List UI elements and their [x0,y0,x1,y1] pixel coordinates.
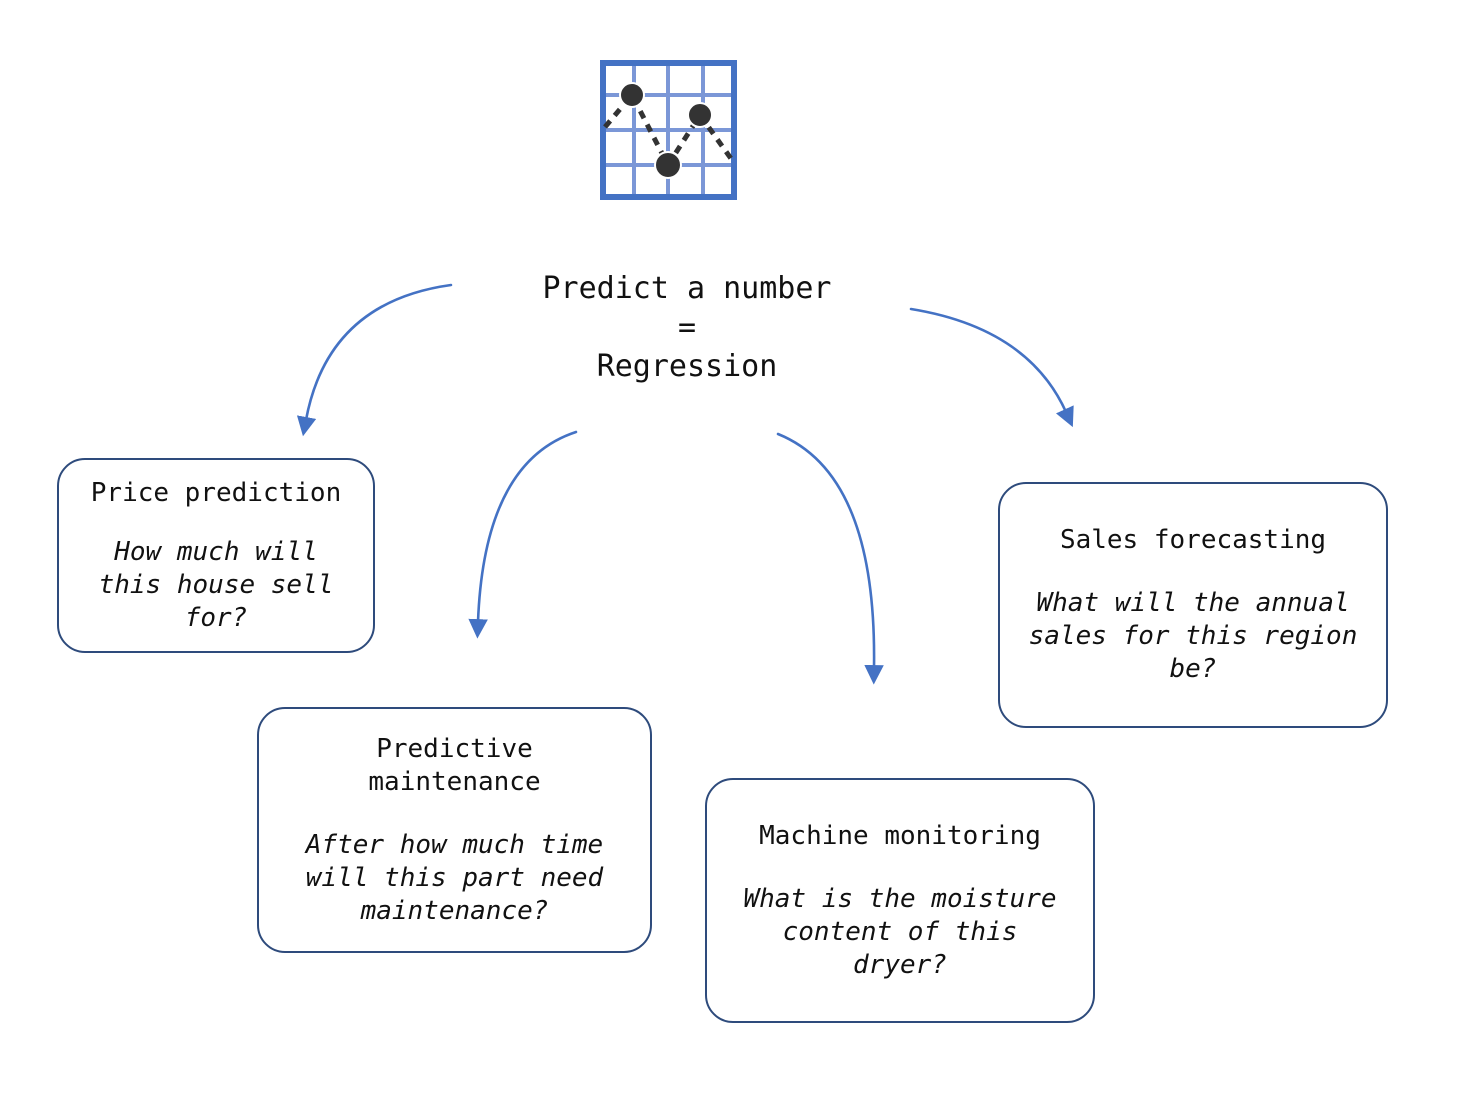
box-sales-forecasting: Sales forecasting What will the annual s… [998,482,1388,728]
icon-frame [600,60,737,200]
box-title: Machine monitoring [759,820,1041,851]
scatter-line-chart-icon [600,60,737,200]
box-question: What will the annual sales for this regi… [1028,588,1358,684]
box-question: What is the moisture content of this dry… [743,883,1057,980]
box-price-prediction: Price prediction How much will this hous… [57,458,375,653]
box-question: How much will this house sell for? [98,536,334,633]
box-question: After how much time will this part need … [305,829,604,926]
box-predictive-maintenance: Predictive maintenance After how much ti… [257,707,652,953]
box-title: Predictive maintenance [368,733,541,797]
page-title: Predict a number = Regression [542,271,832,384]
box-title: Price prediction [90,477,342,508]
arrow-to-predictive-maintenance [468,430,578,639]
icon-data-dot [619,82,645,108]
box-machine-monitoring: Machine monitoring What is the moisture … [705,778,1095,1023]
icon-data-dot [687,102,713,128]
box-title: Sales forecasting [1059,525,1327,555]
icon-data-dot [654,151,682,179]
arrow-to-machine-monitoring [776,432,884,685]
